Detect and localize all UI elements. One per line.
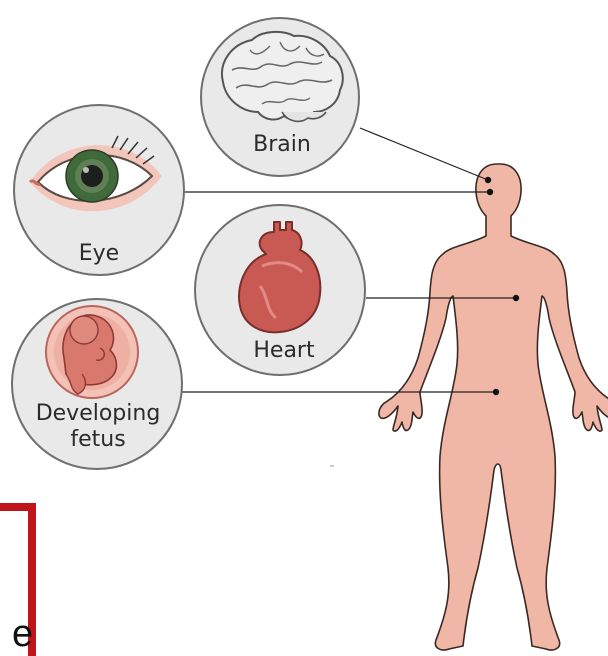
eye-circle: Eye [14, 105, 184, 275]
eye-label: Eye [79, 241, 119, 266]
heart-circle: Heart [195, 205, 365, 375]
brain-circle: Brain [201, 18, 359, 176]
fetus-icon [46, 306, 138, 398]
fetus-circle: Developing fetus [12, 299, 182, 469]
heart-label: Heart [253, 338, 315, 363]
brain-label: Brain [253, 132, 311, 157]
brain-connector [360, 128, 488, 180]
fetus-label-line1: Developing [36, 401, 161, 426]
partial-text: e [12, 613, 33, 655]
human-body [379, 164, 608, 650]
fetus-label-line2: fetus [70, 427, 125, 452]
